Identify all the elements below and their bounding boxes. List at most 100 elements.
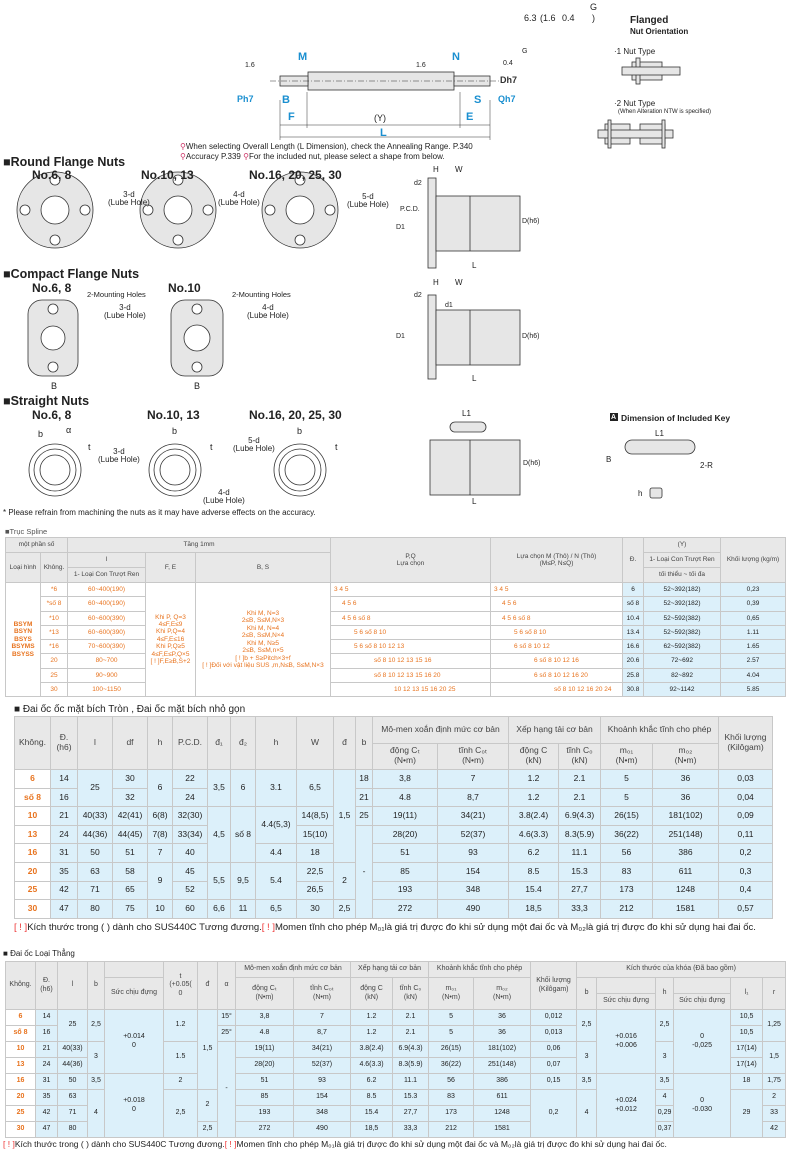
- row-key: 20: [5, 1089, 36, 1106]
- column-header: động C (kN): [508, 742, 560, 770]
- table-cell: 35: [50, 861, 78, 882]
- table-cell: 45: [172, 861, 208, 882]
- table-cell: 2,5: [576, 1009, 598, 1042]
- table-cell: 26(15): [428, 1041, 475, 1058]
- column-header: Đ. (h6): [50, 716, 78, 770]
- table-cell: 2: [163, 1073, 198, 1090]
- table-cell: 75: [112, 899, 148, 919]
- key-r: 2-R: [700, 461, 713, 470]
- table-cell: 32: [112, 787, 148, 808]
- table-cell: 40: [172, 843, 208, 863]
- table-cell: 42(41): [112, 806, 148, 826]
- table-cell: 10,5: [730, 1009, 764, 1026]
- table-cell: 386: [652, 843, 720, 863]
- side-l-1: L: [472, 261, 477, 270]
- column-header: r: [762, 977, 787, 1010]
- table-cell: *số 8: [40, 596, 68, 612]
- table-cell: 8.3(5.9): [558, 824, 602, 845]
- row-key: BSYM BSYN BSYS BSYMS BSYSS: [5, 581, 41, 698]
- two-nut-type: ·2 Nut Type: [614, 99, 656, 108]
- rule-line: 2≤B, S≤M,N×3: [241, 617, 285, 625]
- compact-mounting-1: 2-Mounting Holes: [87, 290, 146, 299]
- table-cell: 15.3: [558, 861, 602, 882]
- table-cell: 42: [35, 1105, 58, 1122]
- column-header: tĩnh C₀ (kN): [392, 977, 430, 1010]
- table-cell: 42: [762, 1121, 787, 1138]
- side-d1-1: D1: [396, 224, 405, 231]
- table-cell: 25: [57, 1009, 88, 1042]
- column-header: (Y): [643, 537, 721, 553]
- column-header: Không.: [14, 716, 51, 770]
- table-cell: 5: [600, 769, 654, 789]
- table-cell: 3 4 5: [330, 581, 491, 598]
- column-header: tĩnh C₀ (kN): [558, 742, 602, 770]
- column-header: l: [57, 961, 88, 1010]
- table-cell: 490: [292, 1121, 352, 1138]
- table-cell: 17(14): [730, 1057, 764, 1074]
- straight-n2: No.10, 13: [147, 408, 200, 422]
- table-cell: 2.1: [392, 1025, 430, 1042]
- table-cell: 20: [40, 653, 68, 669]
- round-n2: No.10, 13: [141, 168, 194, 182]
- row-key: 10: [5, 1041, 36, 1058]
- table-cell: 6 số 8 10 12: [490, 639, 623, 655]
- table-cell: 62~592(382): [643, 639, 721, 655]
- table-cell: 51: [112, 843, 148, 863]
- table-cell: số 8: [230, 806, 256, 863]
- table-cell: 1.2: [163, 1009, 198, 1042]
- roughness-1-6: (1.6: [540, 13, 556, 23]
- dim-n: N: [452, 51, 460, 63]
- table-cell: 7: [292, 1009, 352, 1026]
- table-cell: 1,5: [197, 1009, 218, 1090]
- table-cell: 193: [235, 1105, 294, 1122]
- table-cell: 8,7: [436, 787, 510, 808]
- table-cell: 15.4: [508, 880, 560, 901]
- table-cell: 33(34): [172, 824, 208, 845]
- table-cell: 26(15): [600, 806, 654, 826]
- compact-b-1: B: [51, 381, 58, 391]
- table-cell: 272: [372, 899, 438, 919]
- table-cell: 10: [147, 899, 173, 919]
- table-cell: 173: [428, 1105, 475, 1122]
- table-cell: 18: [296, 843, 334, 863]
- table-cell: 212: [428, 1121, 475, 1138]
- table-cell: 30: [40, 682, 68, 698]
- rule-line: 4≤F,E≤16: [156, 635, 185, 643]
- table-cell: 28(20): [235, 1057, 294, 1074]
- roughness-close: ): [592, 13, 595, 23]
- table-cell: 3,5: [87, 1073, 105, 1090]
- table-cell: 0,04: [718, 787, 774, 808]
- column-header: l: [67, 552, 146, 568]
- table-cell: 28(20): [372, 824, 438, 845]
- table-cell: 1,75: [762, 1073, 787, 1090]
- column-header: P,Q Lựa chọn: [330, 537, 491, 583]
- table-cell: 15°: [217, 1009, 236, 1026]
- column-header: Khối lượng (kg/m): [720, 537, 786, 583]
- dim-m: M: [298, 51, 308, 63]
- table-cell: 21: [35, 1041, 58, 1058]
- table-cell: +0.018 0: [104, 1073, 164, 1138]
- table-cell: 6: [147, 768, 173, 808]
- column-header: h: [147, 716, 173, 770]
- table-cell: 0 -0.030: [673, 1073, 732, 1138]
- table-cell: 30: [112, 769, 148, 789]
- column-header: Khối lượng (Kilôgam): [718, 716, 774, 770]
- t2-title: ■ Đai ốc ốc mặt bích Tròn , Đai ốc mặt b…: [14, 704, 246, 715]
- roughness-0-4: 0.4: [562, 13, 575, 23]
- table-cell: 90~900: [67, 667, 146, 684]
- table-cell: 15.4: [350, 1105, 394, 1122]
- straight-t-2: t: [210, 442, 213, 452]
- table-cell: 25.8: [622, 667, 644, 684]
- note-annealing: ⚲When selecting Overall Length (L Dimens…: [180, 142, 473, 151]
- table-cell: 42: [50, 880, 78, 901]
- column-header: 1- Loại Con Trượt Ren: [643, 552, 721, 568]
- table-cell: 83: [428, 1089, 475, 1106]
- table-cell: -: [217, 1041, 236, 1138]
- table-cell: 3,8: [372, 769, 438, 789]
